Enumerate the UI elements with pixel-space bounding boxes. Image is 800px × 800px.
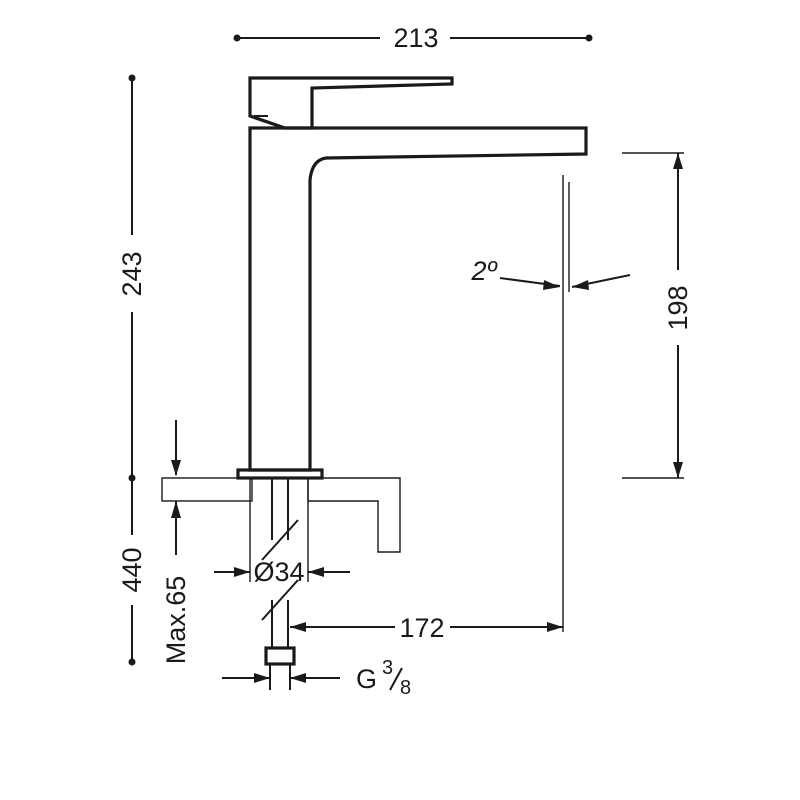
diameter-label: Ø34 <box>253 557 304 587</box>
angle-dimension: 2º <box>471 182 631 292</box>
height-440-dimension: 440 <box>117 478 147 666</box>
connection-dimension: G 3 8 <box>222 657 411 699</box>
reach-dimension: 172 <box>290 175 564 643</box>
width-label: 213 <box>393 23 438 53</box>
clearance-label: 198 <box>663 285 693 330</box>
faucet-body <box>236 76 588 480</box>
angle-label: 2º <box>471 256 498 286</box>
supply-pipe <box>261 478 299 690</box>
connection-label: G <box>356 664 377 694</box>
connection-numerator: 3 <box>382 657 393 679</box>
countertop-section <box>161 477 401 553</box>
height-243-label: 243 <box>117 251 147 296</box>
max-thickness-label: Max.65 <box>161 576 191 665</box>
connection-denominator: 8 <box>400 677 411 699</box>
width-dimension: 213 <box>233 23 593 53</box>
clearance-dimension: 198 <box>622 152 693 479</box>
max-thickness-dimension: Max.65 <box>161 420 191 664</box>
height-440-label: 440 <box>117 547 147 592</box>
diameter-dimension: Ø34 <box>214 478 350 587</box>
reach-label: 172 <box>399 613 444 643</box>
height-243-dimension: 243 <box>117 74 147 482</box>
